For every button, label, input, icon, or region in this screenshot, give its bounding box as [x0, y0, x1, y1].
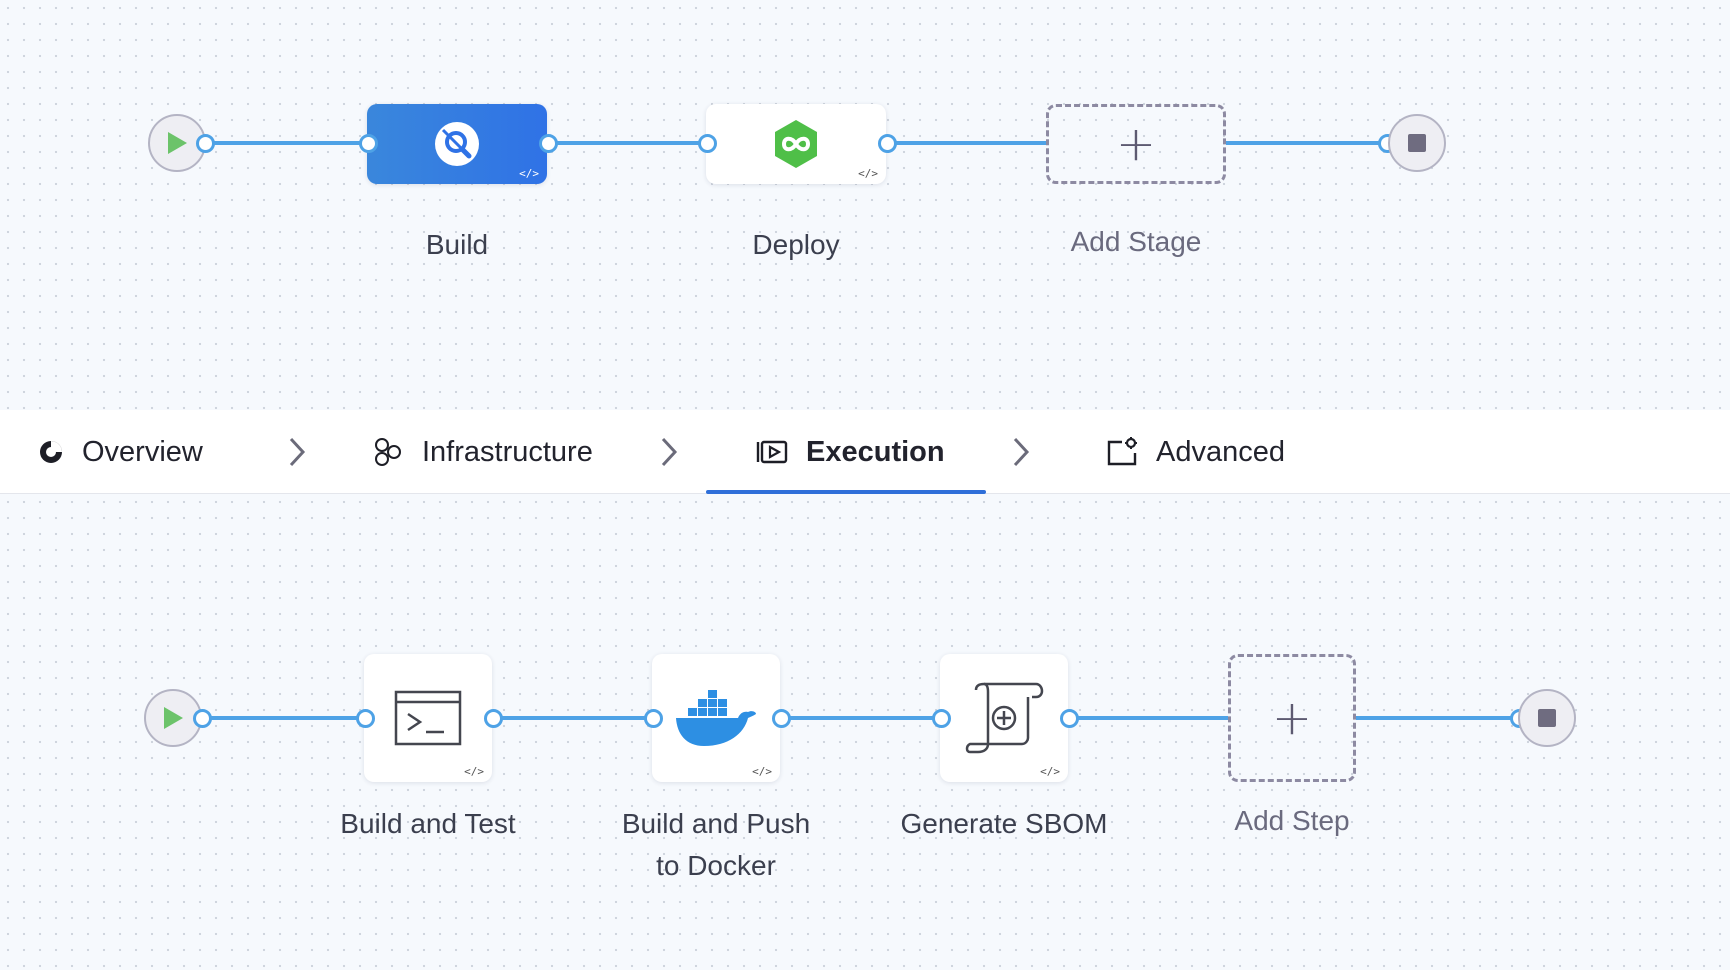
tab-infrastructure[interactable]: Infrastructure: [372, 410, 593, 494]
build-and-test-label: Build and Test: [340, 808, 516, 839]
stop-icon: [1538, 709, 1556, 727]
docker-output-port[interactable]: [772, 709, 791, 728]
yaml-marker: </>: [519, 167, 539, 180]
cd-infinity-icon: [775, 120, 817, 168]
execution-start-node[interactable]: [144, 689, 202, 747]
infrastructure-icon: [372, 437, 404, 467]
sbom-output-port[interactable]: [1060, 709, 1079, 728]
pipeline-end-node[interactable]: [1388, 114, 1446, 172]
overview-icon: [38, 439, 64, 465]
start-output-port[interactable]: [193, 709, 212, 728]
chevron-right-icon: [1013, 437, 1030, 467]
tab-advanced[interactable]: Advanced: [1106, 410, 1285, 494]
chevron-right-icon: [289, 437, 306, 467]
scroll-plus-icon: [965, 682, 1044, 754]
yaml-marker: </>: [858, 167, 878, 180]
tab-infrastructure-label: Infrastructure: [422, 435, 593, 468]
add-stage-button[interactable]: +: [1046, 104, 1226, 184]
docker-push-step[interactable]: </>: [652, 654, 780, 782]
build-output-port[interactable]: [539, 134, 558, 153]
stage-edges: [205, 141, 1386, 145]
docker-input-port[interactable]: [644, 709, 663, 728]
tab-execution-label: Execution: [806, 435, 945, 468]
add-step-label: Add Step: [1234, 805, 1350, 836]
play-icon: [168, 132, 187, 154]
build-test-output-port[interactable]: [484, 709, 503, 728]
step-edges: [201, 716, 1518, 720]
execution-end-node[interactable]: [1518, 689, 1576, 747]
generate-sbom-label: Generate SBOM: [900, 808, 1108, 839]
terminal-icon: [394, 690, 462, 746]
play-icon: [164, 707, 183, 729]
execution-icon: [756, 438, 788, 466]
advanced-settings-icon: [1106, 437, 1138, 467]
sbom-input-port[interactable]: [932, 709, 951, 728]
tab-execution[interactable]: Execution: [756, 410, 945, 494]
tab-advanced-label: Advanced: [1156, 435, 1285, 468]
plus-icon: +: [1115, 116, 1157, 172]
build-stage-label: Build: [425, 229, 489, 260]
build-input-port[interactable]: [359, 134, 378, 153]
execution-step-canvas: </> Build and Test </> Build and Push to…: [0, 494, 1730, 970]
add-step-button[interactable]: +: [1228, 654, 1356, 782]
tab-overview[interactable]: Overview: [38, 410, 203, 494]
start-output-port[interactable]: [196, 134, 215, 153]
pipeline-stage-canvas: </> Build </> Deploy + Add Stage: [0, 0, 1730, 410]
yaml-marker: </>: [752, 765, 772, 778]
chevron-right-icon: [661, 437, 678, 467]
stop-icon: [1408, 134, 1426, 152]
yaml-marker: </>: [1040, 765, 1060, 778]
build-test-input-port[interactable]: [356, 709, 375, 728]
docker-whale-icon: [676, 690, 756, 746]
ci-magnifier-icon: [435, 122, 479, 166]
generate-sbom-step[interactable]: </>: [940, 654, 1068, 782]
build-and-test-step[interactable]: </>: [364, 654, 492, 782]
deploy-stage-node[interactable]: </>: [706, 104, 886, 184]
yaml-marker: </>: [464, 765, 484, 778]
deploy-output-port[interactable]: [878, 134, 897, 153]
stage-tab-bar: Overview Infrastructure Execution: [0, 410, 1730, 494]
build-stage-node[interactable]: </>: [367, 104, 547, 184]
add-stage-label: Add Stage: [1070, 226, 1202, 257]
docker-step-label-line2: to Docker: [656, 850, 776, 881]
plus-icon: +: [1271, 690, 1313, 746]
deploy-stage-label: Deploy: [752, 229, 840, 260]
deploy-input-port[interactable]: [698, 134, 717, 153]
docker-step-label-line1: Build and Push: [621, 808, 811, 839]
active-tab-indicator: [706, 490, 986, 494]
tab-overview-label: Overview: [82, 435, 203, 468]
